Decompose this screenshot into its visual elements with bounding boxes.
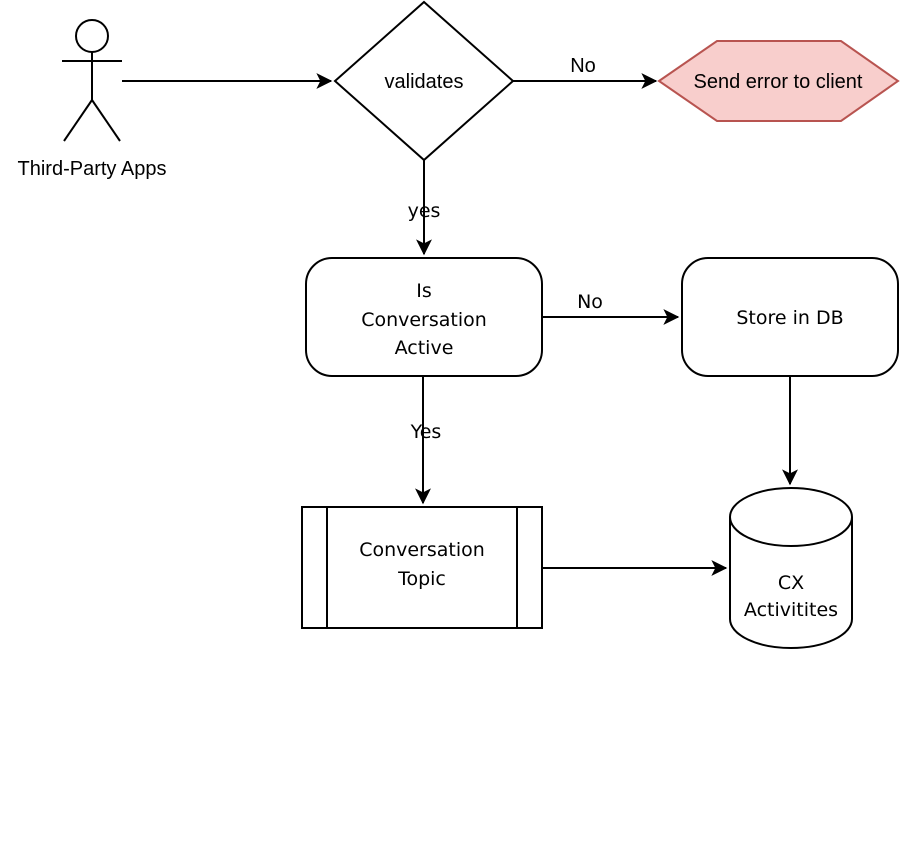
edge-label-no: No (570, 55, 596, 77)
edge-label-yes-2: Yes (410, 421, 442, 443)
edge-validates-yes[interactable]: yes (408, 160, 441, 256)
node-conversation-topic[interactable]: Conversation Topic (301, 506, 543, 629)
actor-head (75, 19, 109, 53)
error-hexagon (657, 40, 900, 122)
edge-active-no[interactable]: No (542, 291, 680, 325)
node-send-error-to-client[interactable]: Send error to client (657, 40, 900, 122)
is-conversation-active-line3: Active (395, 337, 454, 359)
cx-activities-line2: Activitites (744, 599, 838, 621)
actor-label: Third-Party Apps (18, 158, 167, 180)
conversation-topic-line1: Conversation (359, 539, 485, 561)
cx-activities-line1: CX (778, 572, 804, 594)
send-error-label: Send error to client (694, 71, 863, 93)
edge-label-no-2: No (577, 291, 603, 313)
is-conversation-active-line1: Is (416, 280, 432, 302)
node-is-conversation-active[interactable]: Is Conversation Active (305, 257, 543, 377)
cylinder-body (729, 487, 853, 649)
node-cx-activities-database[interactable]: CX Activitites (729, 487, 853, 649)
is-conversation-active-line2: Conversation (361, 309, 487, 331)
edge-label-yes: yes (408, 200, 441, 222)
actor-leg-left (63, 99, 93, 142)
edge-active-yes[interactable]: Yes (410, 376, 442, 505)
store-in-db-label: Store in DB (736, 307, 843, 329)
node-store-in-db[interactable]: Store in DB (681, 257, 899, 377)
edge-validates-no[interactable]: No (513, 55, 658, 89)
node-actor-third-party-apps[interactable]: Third-Party Apps (18, 19, 167, 180)
node-validates-decision[interactable]: validates (333, 0, 515, 162)
cylinder-top-arc (729, 516, 853, 547)
actor-leg-right (91, 99, 121, 142)
conversation-topic-line2: Topic (397, 568, 446, 590)
validates-label: validates (385, 71, 464, 93)
